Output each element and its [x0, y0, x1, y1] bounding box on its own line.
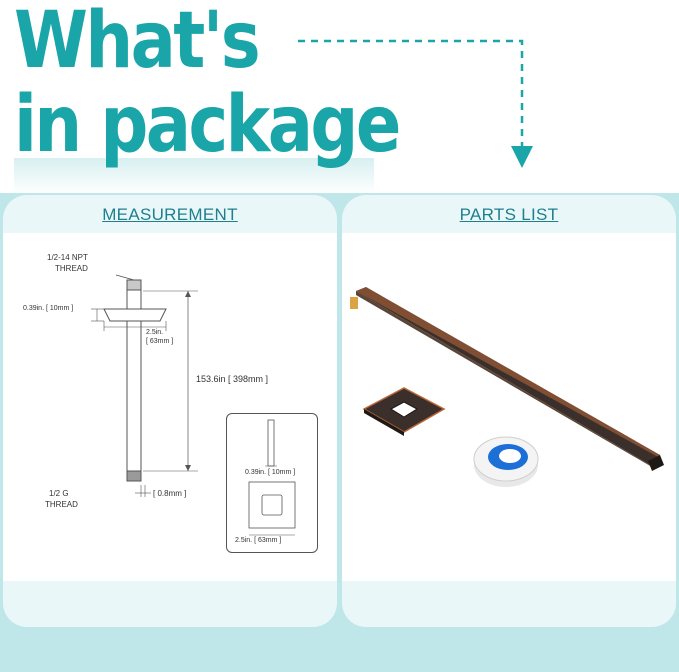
hero-banner: What's in package — [0, 0, 679, 195]
parts-illustration — [350, 287, 664, 487]
parts-list-title: PARTS LIST — [459, 205, 559, 224]
hero-title-line-1: What's — [14, 0, 261, 86]
flange-width-label-1: 2.5in. — [146, 329, 164, 336]
flange-detail-width-label: 2.5in. [ 63mm ] — [235, 537, 282, 544]
dashed-arrow-icon — [298, 39, 533, 168]
title-reflection — [14, 158, 374, 194]
g-thread-label-1: 1/2 G — [49, 489, 69, 498]
flange-detail-diagram — [248, 419, 296, 536]
measurement-title: MEASUREMENT — [102, 205, 238, 224]
square-flange-image — [362, 387, 446, 436]
shower-arm-image — [350, 287, 664, 471]
flange-thickness-label: 0.39in. [ 10mm ] — [23, 305, 74, 312]
flange-detail-thickness-label: 0.39in. [ 10mm ] — [245, 469, 296, 476]
wall-thickness-label: [ 0.8mm ] — [153, 489, 187, 498]
measurement-body: 1/2-14 NPT THREAD 0.39in. [ 10mm ] 2.5in… — [3, 233, 337, 581]
npt-thread-label-2: THREAD — [55, 264, 88, 273]
ptfe-tape-image — [473, 436, 539, 487]
parts-list-body — [342, 233, 676, 581]
g-thread-label-2: THREAD — [45, 500, 78, 509]
parts-list-panel: PARTS LIST — [342, 195, 676, 627]
npt-thread-label-1: 1/2-14 NPT — [47, 253, 88, 262]
hero-title-line-2: in package — [14, 80, 401, 170]
measurement-diagram — [91, 274, 198, 497]
measurement-panel: MEASUREMENT — [3, 195, 337, 627]
length-label: 153.6in [ 398mm ] — [196, 374, 269, 384]
flange-width-label-2: [ 63mm ] — [146, 338, 174, 345]
flange-detail-box: 0.39in. [ 10mm ] 2.5in. [ 63mm ] — [226, 413, 318, 553]
